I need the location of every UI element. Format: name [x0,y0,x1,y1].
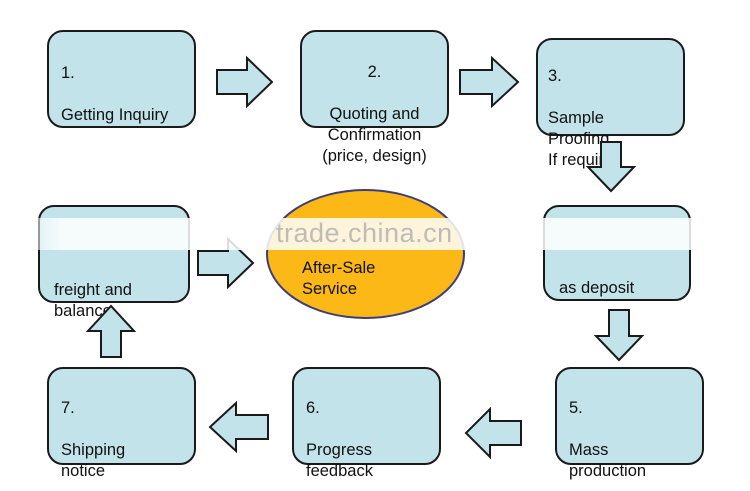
step-2-box: 2. Quoting and Confirmation (price, desi… [300,30,449,165]
watermark-band [0,218,750,250]
step-2-number: 2. [367,63,382,81]
step-5-text: Mass production [569,441,647,480]
step-8-text: freight and balance [54,281,132,320]
after-sale-ellipse [266,189,465,319]
arrow-left-icon [208,400,269,454]
step-6-text: Progress feedback [306,441,373,480]
step-4-text: as deposit [559,279,635,297]
arrow-up-icon [85,304,137,358]
step-3-box: 3. Sample Proofing If required [536,38,685,169]
step-5-number: 5. [569,399,583,417]
step-2-text: Quoting and Confirmation (price, design) [322,105,427,165]
arrow-down-icon [585,141,637,193]
step-1-text: Getting Inquiry [61,106,169,124]
step-5-box: 5. Mass production [555,367,704,480]
step-3-number: 3. [548,67,562,85]
arrow-down-icon [593,309,645,362]
arrow-left-icon [464,406,522,460]
arrow-right-icon [216,55,274,109]
watermark-text: trade.china.cn [276,218,453,248]
arrow-right-icon [459,55,520,109]
step-1-number: 1. [61,64,75,82]
step-7-box: 7. Shipping notice [47,367,196,480]
step-6-number: 6. [306,399,320,417]
step-7-number: 7. [61,399,75,417]
step-1-box: 1. Getting Inquiry [47,30,196,128]
after-sale-text: After-Sale Service [302,259,376,298]
step-6-box: 6. Progress feedback [292,367,441,480]
step-7-text: Shipping notice [61,441,126,480]
